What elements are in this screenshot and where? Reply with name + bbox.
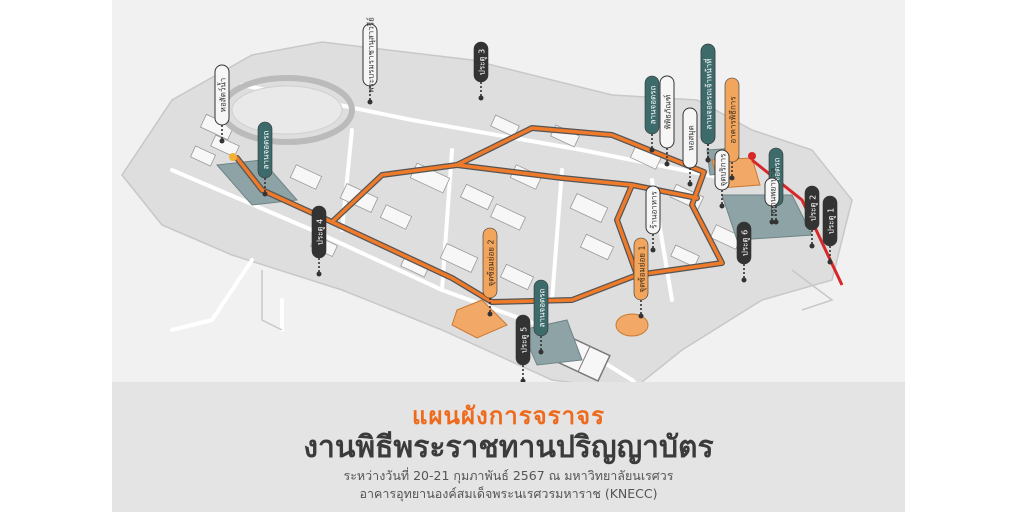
outer-roads	[261, 269, 834, 331]
marker-pill	[804, 185, 820, 231]
marker-label: หอสัตว์น้ำ	[217, 78, 228, 113]
marker-pill	[659, 75, 675, 149]
marker-dot	[487, 311, 493, 317]
marker-dot	[262, 191, 268, 197]
marker-prep-2: จุดซ้อมย่อย 2	[482, 227, 498, 317]
marker-place-canteen: ร้านอาหาร	[645, 185, 661, 253]
marker-label: พระบรมราชานุสาวรีย์	[366, 17, 376, 93]
marker-dot	[827, 259, 833, 265]
campus-map: ประตู 1 ประตู 2 ประตู 3 ประตู 4 ประตู 5 ประตู…	[121, 17, 853, 422]
marker-label: สถานพยาบาล	[769, 168, 778, 217]
marker-pill	[214, 64, 230, 126]
marker-pill	[822, 195, 838, 247]
map-stage: ประตู 1 ประตู 2 ประตู 3 ประตู 4 ประตู 5 ประตู…	[112, 0, 905, 512]
marker-pill	[644, 75, 660, 135]
marker-parking-c: ลานจอดรถ	[533, 279, 549, 355]
traffic-route	[234, 125, 725, 305]
marker-pill	[724, 77, 740, 163]
marker-place-aquarium: หอสัตว์น้ำ	[214, 64, 230, 144]
marker-label: ประตู 6	[741, 230, 751, 257]
marker-label: ลานจอดรถ	[773, 158, 782, 197]
marker-place-museum: พิพิธภัณฑ์	[659, 75, 675, 167]
title-banner	[112, 382, 905, 512]
marker-dot	[769, 219, 775, 225]
marker-label: จุดซ้อมย่อย 1	[638, 245, 647, 292]
marker-pill	[700, 43, 716, 145]
marker-label: ประตู 1	[827, 208, 837, 235]
marker-pill	[311, 205, 327, 259]
marker-pill	[645, 185, 661, 235]
event-venue: อาคารอุทยานองค์สมเด็จพระนเรศวรมหาราช (KN…	[359, 486, 658, 501]
marker-gate-5: ประตู 5	[515, 314, 531, 384]
marker-label: จุดบริการ	[719, 153, 728, 187]
map-markers: ประตู 1 ประตู 2 ประตู 3 ประตู 4 ประตู 5 ประตู…	[214, 17, 838, 384]
marker-gate-6: ประตู 6	[736, 221, 752, 283]
marker-pill	[714, 149, 730, 191]
marker-dot	[705, 157, 711, 163]
marker-pill	[257, 121, 273, 179]
marker-pill	[515, 314, 531, 366]
marker-place-king-statue: พระบรมราชานุสาวรีย์	[362, 17, 378, 105]
marker-dot	[649, 147, 655, 153]
marker-place-clinic: สถานพยาบาล	[764, 168, 780, 225]
marker-gate-4: ประตู 4	[311, 205, 327, 277]
marker-label: จุดซ้อมย่อย 2	[487, 239, 496, 286]
marker-pill	[533, 279, 549, 337]
marker-label: พิพิธภัณฑ์	[663, 95, 673, 130]
marker-dot	[219, 138, 225, 144]
start-point	[229, 153, 237, 161]
marker-label: ประตู 4	[316, 219, 326, 246]
marker-pill	[482, 227, 498, 299]
marker-gate-3: ประตู 3	[473, 41, 489, 101]
marker-label: ลานจอดรถ	[538, 289, 547, 328]
marker-label: ลานจอดรถ	[649, 86, 658, 125]
marker-pill	[736, 221, 752, 265]
marker-prep-1: จุดซ้อมย่อย 1	[633, 237, 649, 319]
marker-dot	[719, 203, 725, 209]
marker-label: ร้านอาหาร	[650, 190, 659, 228]
marker-parking-f: ลานจอดรถเจ้าหน้าที่	[700, 43, 716, 163]
marker-label: ประตู 5	[520, 327, 530, 354]
marker-parking-a: ลานจอดรถ	[257, 121, 273, 197]
marker-label: ลานจอดรถ	[262, 131, 271, 170]
event-date-location: ระหว่างวันที่ 20-21 กุมภาพันธ์ 2567 ณ มห…	[343, 468, 674, 483]
marker-place-library: หอสมุด	[682, 107, 698, 187]
map-title-highlight: แผนผังการจราจร	[412, 402, 605, 430]
marker-gate-1: ประตู 1	[822, 195, 838, 265]
marker-dot	[729, 175, 735, 181]
marker-dot	[650, 247, 656, 253]
marker-dot	[664, 161, 670, 167]
marker-gate-2: ประตู 2	[804, 185, 820, 249]
marker-place-post: จุดบริการ	[714, 149, 730, 209]
marker-dot	[478, 95, 484, 101]
marker-dot	[367, 99, 373, 105]
marker-pill	[473, 41, 489, 83]
marker-label: ประตู 3	[478, 49, 488, 76]
marker-dot	[538, 349, 544, 355]
marker-label: หอสมุด	[687, 125, 696, 150]
marker-pill	[362, 23, 378, 87]
marker-dot	[741, 277, 747, 283]
marker-pill	[682, 107, 698, 169]
marker-dot	[687, 181, 693, 187]
marker-dot	[773, 219, 779, 225]
marker-parking-b: ลานจอดรถ	[644, 75, 660, 153]
marker-label: อาคารพิธีการ	[729, 96, 738, 144]
marker-dot	[638, 313, 644, 319]
marker-dot	[809, 243, 815, 249]
marker-pill	[633, 237, 649, 301]
marker-label: ลานจอดรถเจ้าหน้าที่	[703, 58, 714, 129]
map-title: งานพิธีพระราชทานปริญญาบัตร	[303, 430, 714, 465]
marker-ceremony-hall: อาคารพิธีการ	[724, 77, 740, 181]
closed-road-point	[748, 152, 756, 160]
marker-pill	[764, 177, 780, 207]
marker-label: ประตู 2	[809, 195, 819, 222]
marker-dot	[316, 271, 322, 277]
closed-road	[751, 158, 844, 286]
